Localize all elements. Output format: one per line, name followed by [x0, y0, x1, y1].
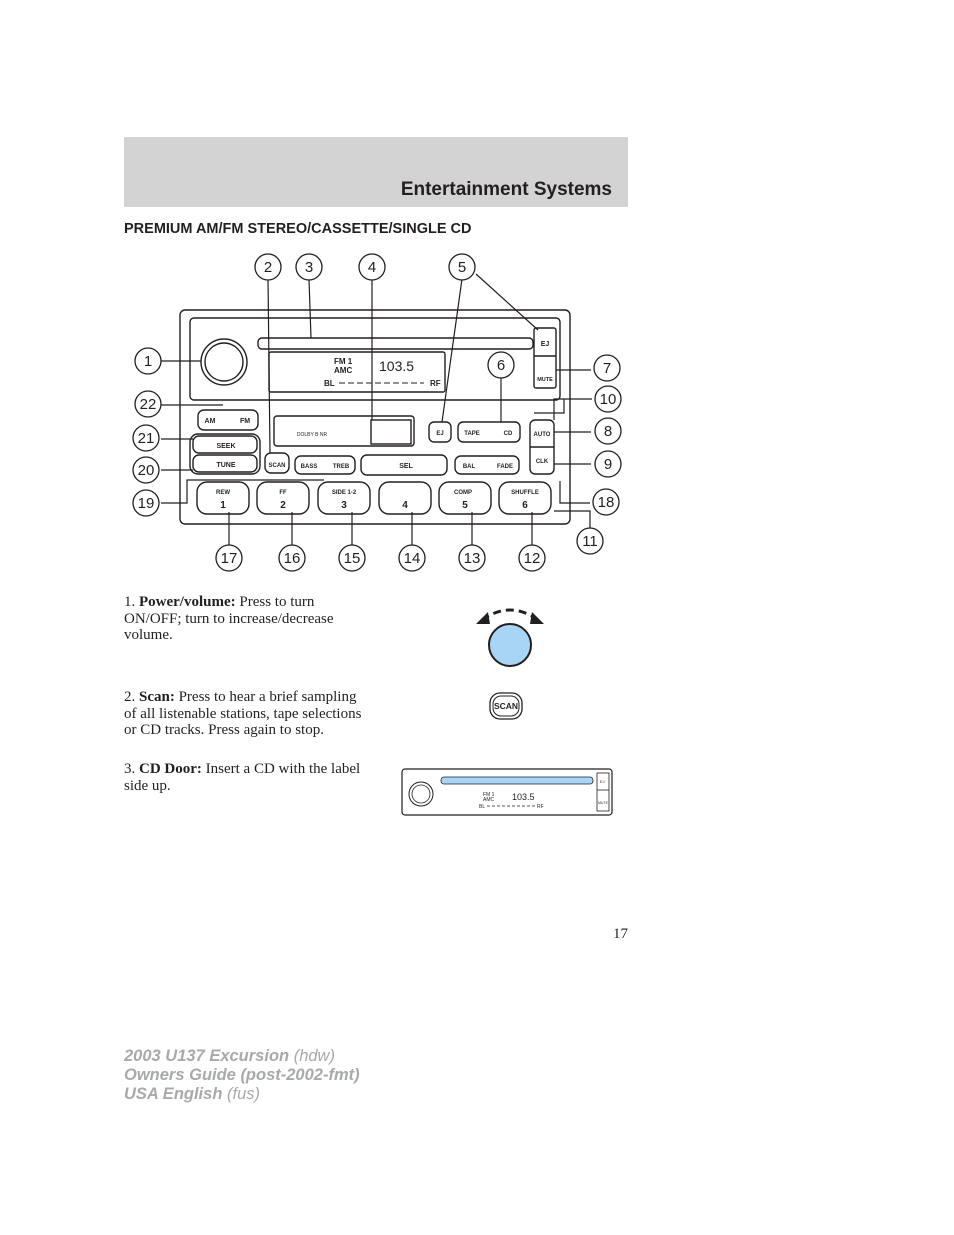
seek-label: SEEK: [216, 443, 235, 450]
item-text: Press to hear a brief sampling of all li…: [124, 689, 362, 738]
callout-21: 21: [138, 430, 155, 447]
ff-label: FF: [279, 490, 287, 496]
callout-19: 19: [138, 495, 155, 512]
callout-4: 4: [368, 259, 376, 276]
mini-ej: EJ: [600, 779, 605, 784]
treb-label: TREB: [333, 464, 350, 470]
item-power-volume: 1. Power/volume: Press to turn ON/OFF; t…: [124, 594, 369, 644]
callout-2: 2: [264, 259, 272, 276]
callout-13: 13: [464, 550, 481, 567]
display-frequency: 103.5: [379, 358, 414, 374]
item-cd-door: 3. CD Door: Insert a CD with the label s…: [124, 761, 369, 794]
callout-16: 16: [284, 550, 301, 567]
callout-20: 20: [138, 462, 155, 479]
footer-language-code: (fus): [227, 1085, 260, 1103]
comp-label: COMP: [454, 490, 472, 496]
preset-4: 4: [402, 500, 408, 511]
radio-diagram: FM 1 AMC 103.5 BL RF EJ MUTE AM FM SEEK …: [132, 253, 622, 572]
am-label: AM: [205, 418, 216, 425]
footer: 2003 U137 Excursion (hdw) Owners Guide (…: [124, 1047, 360, 1104]
callout-12: 12: [524, 550, 541, 567]
callout-18: 18: [598, 494, 615, 511]
bass-label: BASS: [301, 464, 318, 470]
mute-label: MUTE: [537, 377, 553, 383]
scan-icon-label: SCAN: [494, 701, 518, 711]
item-number: 2.: [124, 689, 136, 705]
header-band: Entertainment Systems: [124, 137, 628, 207]
bal-label: BAL: [463, 464, 476, 470]
dolby-label: DOLBY B NR: [297, 432, 328, 438]
eject-label: EJ: [541, 341, 550, 348]
item-term: CD Door:: [139, 761, 202, 777]
display-rf: RF: [430, 379, 441, 388]
callout-10: 10: [600, 391, 617, 408]
callout-6: 6: [497, 357, 505, 374]
preset-2: 2: [280, 500, 286, 511]
rew-label: REW: [216, 490, 230, 496]
footer-model-code: (hdw): [293, 1047, 335, 1065]
item-term: Power/volume:: [139, 594, 236, 610]
preset-6: 6: [522, 500, 528, 511]
tape-label: TAPE: [464, 431, 480, 437]
mini-band: FM 1: [483, 792, 495, 798]
callout-22: 22: [140, 396, 157, 413]
tune-label: TUNE: [216, 462, 235, 469]
display-bl: BL: [324, 379, 335, 388]
page-section-title: Entertainment Systems: [400, 179, 612, 200]
fade-label: FADE: [497, 464, 513, 470]
mini-mute: MUTE: [598, 801, 609, 805]
callout-7: 7: [603, 360, 611, 377]
item-text: Press to turn ON/OFF; turn to increase/d…: [124, 594, 334, 643]
footer-language: USA English: [124, 1085, 223, 1103]
shuffle-label: SHUFFLE: [511, 490, 539, 496]
section-heading: PREMIUM AM/FM STEREO/CASSETTE/SINGLE CD: [124, 221, 472, 237]
mini-amc: AMC: [483, 797, 495, 803]
mini-freq: 103.5: [512, 792, 535, 802]
auto-label: AUTO: [534, 432, 551, 438]
preset-3: 3: [341, 500, 347, 511]
clk-label: CLK: [536, 459, 549, 465]
tape-eject-label: EJ: [436, 431, 443, 437]
callout-15: 15: [344, 550, 361, 567]
item-scan: 2. Scan: Press to hear a brief sampling …: [124, 689, 369, 739]
volume-knob-icon: [476, 608, 544, 667]
fm-label: FM: [240, 418, 250, 425]
scan-label: SCAN: [268, 463, 285, 469]
callout-9: 9: [604, 456, 612, 473]
callout-11: 11: [582, 533, 598, 550]
footer-guide: Owners Guide (post-2002-fmt): [124, 1066, 360, 1084]
sel-label: SEL: [399, 463, 413, 470]
callout-17: 17: [221, 550, 238, 567]
item-number: 3.: [124, 761, 136, 777]
cd-label: CD: [504, 431, 513, 437]
preset-5: 5: [462, 500, 468, 511]
callout-14: 14: [404, 550, 421, 567]
callout-8: 8: [604, 423, 612, 440]
preset-1: 1: [220, 500, 226, 511]
item-term: Scan:: [139, 689, 175, 705]
footer-model: 2003 U137 Excursion: [124, 1047, 290, 1065]
item-text: Insert a CD with the label side up.: [124, 761, 361, 794]
cd-slot-icon: FM 1 AMC 103.5 BL RF EJ MUTE: [401, 768, 613, 816]
page-number: 17: [613, 926, 628, 942]
callout-3: 3: [305, 259, 313, 276]
item-number: 1.: [124, 594, 136, 610]
mini-rf: RF: [537, 804, 544, 810]
scan-button-icon: SCAN: [489, 692, 523, 720]
callout-5: 5: [458, 259, 466, 276]
side-label: SIDE 1-2: [332, 490, 357, 496]
mini-bl: BL: [479, 804, 485, 810]
callout-1: 1: [144, 353, 152, 370]
display-amc: AMC: [334, 366, 352, 375]
display-band: FM 1: [334, 357, 353, 366]
